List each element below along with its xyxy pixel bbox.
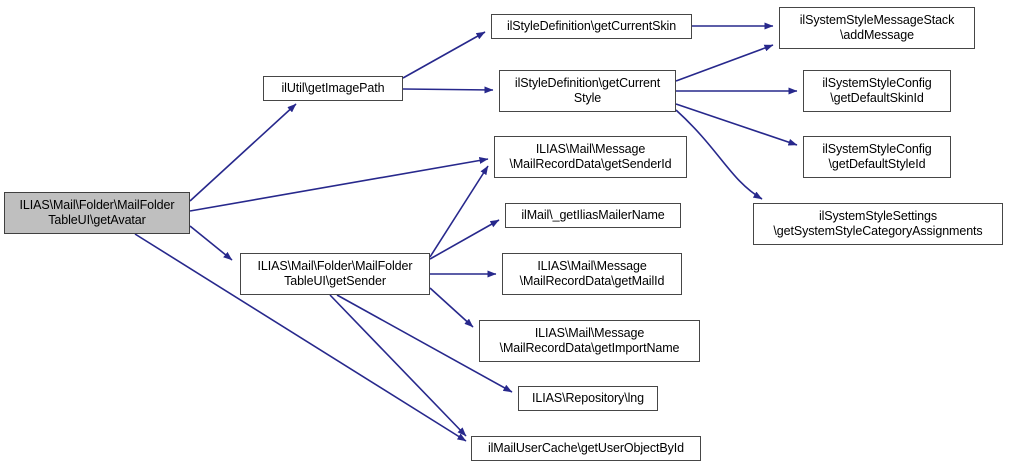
graph-node-lng[interactable]: ILIAS\Repository\lng [518,386,658,411]
edge-getCurrentStyle-to-addMessage [675,44,774,82]
edge-getCurrentStyle-to-getSystemStyleCategoryAssignments [675,109,763,200]
edge-getSender-to-getUserObjectById [329,294,467,437]
graph-node-getSystemStyleCategoryAssignments[interactable]: ilSystemStyleSettings \getSystemStyleCat… [753,203,1003,245]
graph-node-getAvatar[interactable]: ILIAS\Mail\Folder\MailFolder TableUI\get… [4,192,190,234]
edge-getImagePath-to-getCurrentSkin [402,31,486,79]
edge-getImagePath-to-getCurrentStyle [402,86,494,94]
graph-node-getMailId[interactable]: ILIAS\Mail\Message \MailRecordData\getMa… [502,253,682,295]
graph-node-getImagePath[interactable]: ilUtil\getImagePath [263,76,403,101]
graph-node-getUserObjectById[interactable]: ilMailUserCache\getUserObjectById [471,436,701,461]
edge-getAvatar-to-getSenderId [189,157,489,212]
graph-node-getImportName[interactable]: ILIAS\Mail\Message \MailRecordData\getIm… [479,320,700,362]
edge-getAvatar-to-getSender [189,225,233,261]
edge-getSender-to-getImportName [429,287,474,328]
graph-node-getDefaultSkinId[interactable]: ilSystemStyleConfig \getDefaultSkinId [803,70,951,112]
edge-getCurrentStyle-to-getDefaultStyleId [675,103,798,146]
graph-node-addMessage[interactable]: ilSystemStyleMessageStack \addMessage [779,7,975,49]
graph-node-getCurrentSkin[interactable]: ilStyleDefinition\getCurrentSkin [491,14,692,39]
graph-node-getCurrentStyle[interactable]: ilStyleDefinition\getCurrent Style [499,70,676,112]
edge-getSender-to-getIliasMailerName [429,219,500,260]
graph-node-getDefaultStyleId[interactable]: ilSystemStyleConfig \getDefaultStyleId [803,136,951,178]
edge-getAvatar-to-getImagePath [189,103,297,202]
graph-node-getSender[interactable]: ILIAS\Mail\Folder\MailFolder TableUI\get… [240,253,430,295]
edge-getSender-to-getSenderId [429,165,489,258]
graph-node-getSenderId[interactable]: ILIAS\Mail\Message \MailRecordData\getSe… [494,136,687,178]
graph-node-getIliasMailerName[interactable]: ilMail\_getIliasMailerName [505,203,681,228]
